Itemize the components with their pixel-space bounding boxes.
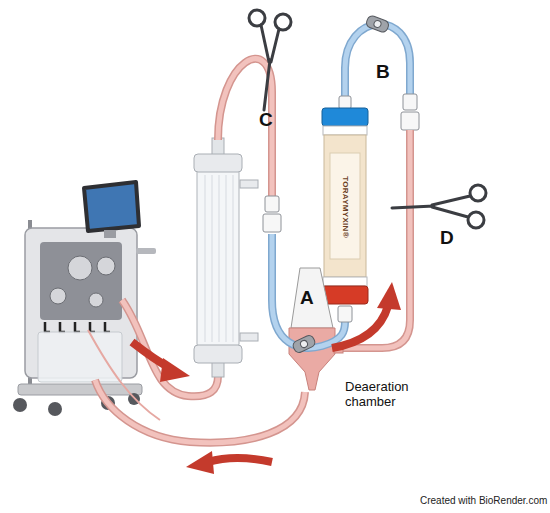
clamp-ring — [468, 212, 484, 228]
filter-nozzle — [212, 362, 224, 377]
callout-letter: D — [440, 228, 454, 248]
filter-body — [197, 168, 239, 348]
luer-connector — [263, 214, 281, 232]
flow-arrow — [332, 306, 388, 348]
luer-connector — [339, 96, 351, 109]
tube-outline — [218, 59, 272, 198]
filter-nozzle — [212, 138, 224, 156]
cartridge: TORAYMYXIN® — [320, 108, 370, 306]
wheel — [13, 398, 27, 412]
pump-head — [68, 256, 92, 280]
machine-hooks — [45, 322, 110, 332]
clamp-ring — [275, 14, 291, 30]
roller-wheel — [373, 20, 382, 29]
flow-arrow — [132, 342, 170, 368]
flow-arrowhead — [186, 451, 214, 474]
luer-connector — [338, 306, 352, 322]
filter-cap — [194, 345, 242, 363]
tube-outline — [122, 300, 218, 396]
flow-arrow — [208, 458, 272, 462]
screen-mount — [104, 230, 116, 238]
machine-body — [25, 228, 137, 378]
clamp-jaws — [392, 196, 470, 217]
cartridge-cap — [322, 108, 368, 126]
part-name: Deaeration chamber — [345, 379, 419, 409]
tube-b — [345, 24, 410, 108]
machine-panel — [40, 242, 122, 320]
wheel — [128, 393, 140, 405]
chamber-port — [334, 343, 343, 353]
tube-outline — [345, 24, 410, 108]
arterial-tube — [122, 300, 218, 396]
machine-base — [18, 384, 142, 395]
filter-fibers — [205, 175, 233, 342]
hemostat-clamp — [392, 185, 486, 228]
pump-head — [97, 257, 115, 275]
credit-text: Created with BioRender.com — [420, 495, 547, 506]
brand-text: TORAYMYXIN® — [341, 176, 350, 238]
roller-clamp — [291, 334, 316, 354]
machine-tray — [136, 248, 156, 254]
flow-arrowhead — [160, 358, 190, 382]
return-tube — [95, 380, 305, 443]
roller-clamp-body — [291, 334, 316, 354]
luer-connector — [401, 112, 419, 130]
cartridge-band — [323, 277, 367, 286]
deaeration-chamber: Deaeration chamber — [287, 268, 343, 392]
callout-letter: C — [259, 110, 273, 130]
clamp-jaws — [261, 25, 279, 110]
machine-screen — [84, 182, 139, 231]
roller-clamp-body — [365, 15, 390, 34]
hemostat-clamp — [249, 10, 291, 110]
clamp-ring — [249, 10, 265, 26]
chamber-cone — [291, 268, 333, 328]
pump-head — [50, 288, 66, 304]
tube-a — [272, 234, 345, 348]
machine-pole — [28, 220, 32, 392]
wheel — [101, 396, 115, 410]
chamber-body — [289, 328, 335, 390]
pump-head — [89, 293, 103, 307]
fluid-bags — [38, 332, 122, 382]
tube-c — [218, 59, 272, 198]
tube-outline — [272, 234, 345, 348]
luer-connector — [265, 196, 279, 212]
callout-letter: B — [376, 62, 390, 82]
thin-line — [88, 330, 160, 420]
filter-cap — [194, 154, 242, 172]
cartridge-band — [323, 126, 367, 135]
tube-outline — [95, 380, 305, 443]
cartridge-cap — [322, 286, 368, 304]
clamp-ring — [470, 185, 486, 201]
luer-connector — [403, 94, 417, 110]
deaeration-chamber-shape — [287, 268, 343, 392]
flow-arrowhead — [377, 282, 401, 310]
roller-clamp — [365, 15, 390, 34]
wheel — [48, 402, 62, 416]
callout-letter: A — [300, 288, 314, 308]
roller-wheel — [299, 339, 308, 348]
filter-port — [240, 333, 258, 341]
cartridge-label — [330, 153, 360, 259]
cartridge-body — [324, 135, 366, 277]
filter-port — [240, 180, 258, 188]
